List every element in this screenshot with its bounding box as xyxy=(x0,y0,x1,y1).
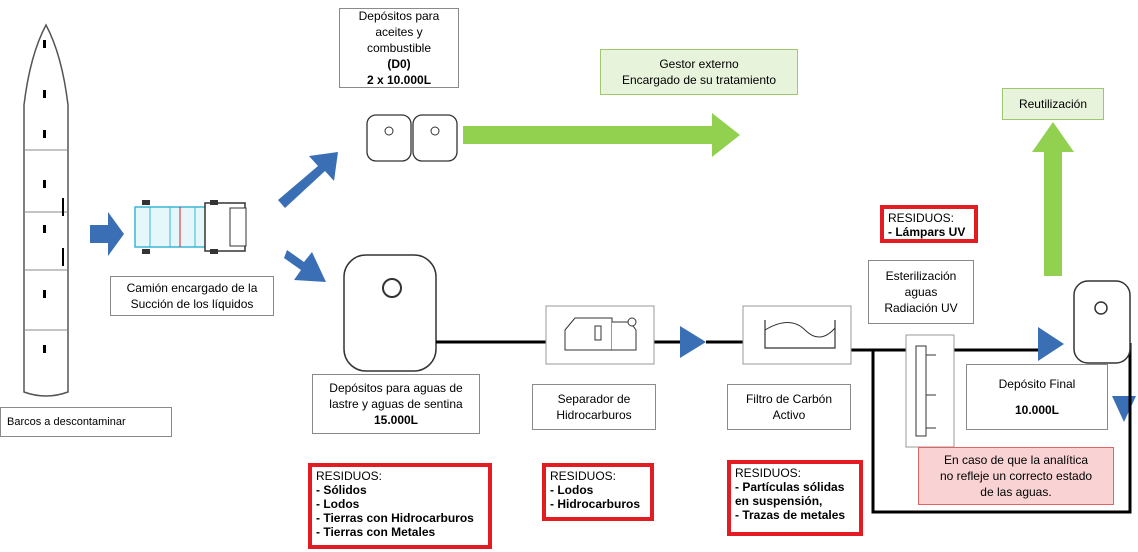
residues-header: RESIDUOS: xyxy=(888,211,955,225)
recirculation-arrow xyxy=(1112,396,1136,422)
truck-icon xyxy=(134,200,247,254)
residues-header: RESIDUOS: xyxy=(316,469,383,483)
residue-item: en suspensión, xyxy=(735,494,823,508)
truck-label-line-1: Camión encargado de la xyxy=(126,281,258,295)
residue-item: - Lodos xyxy=(550,483,594,497)
reuse-box: Reutilización xyxy=(1002,88,1104,120)
final-tank-icon xyxy=(1073,280,1131,364)
separator-line-2: Hidrocarburos xyxy=(556,408,632,422)
oil-tanks-label: Depósitos para aceites y combustible (D0… xyxy=(339,8,459,88)
residue-item: - Hidrocarburos xyxy=(550,497,641,511)
external-manager-line-1: Gestor externo xyxy=(659,57,739,71)
ship-to-truck-arrow xyxy=(90,212,124,256)
ballast-tank-line-1: Depósitos para aguas de xyxy=(329,381,463,395)
oil-tanks-code: (D0) xyxy=(387,57,411,71)
note-line-2: no refleje un correcto estado xyxy=(939,469,1093,483)
ballast-tank-icon xyxy=(343,254,437,372)
oil-tanks-icon xyxy=(366,114,458,162)
ballast-tank-label: Depósitos para aguas de lastre y aguas d… xyxy=(312,374,480,434)
final-to-reuse-arrow xyxy=(1032,122,1074,276)
separator-to-filter-arrow xyxy=(680,326,706,358)
oil-tanks-title-1: Depósitos para xyxy=(358,9,440,23)
residues-header: RESIDUOS: xyxy=(550,469,617,483)
truck-label: Camión encargado de la Succión de los lí… xyxy=(110,276,274,316)
note-line-1: En caso de que la analítica xyxy=(943,453,1089,467)
external-manager-box: Gestor externo Encargado de su tratamien… xyxy=(600,49,798,95)
separator-icon xyxy=(545,305,655,365)
separator-line-1: Separador de xyxy=(557,392,631,406)
uv-to-final-arrow xyxy=(1038,327,1064,361)
residue-item: - Tierras con Hidrocarburos xyxy=(316,511,474,525)
final-tank-label: Depósito Final 10.000L xyxy=(966,364,1108,430)
uv-sterilization-label: Esterilización aguas Radiación UV xyxy=(868,260,974,324)
uv-line-2: aguas xyxy=(904,285,938,299)
residues-uv: RESIDUOS: - Lámpars UV xyxy=(880,205,978,243)
residues-separator: RESIDUOS: - Lodos - Hidrocarburos xyxy=(542,463,654,521)
residue-item: - Sólidos xyxy=(316,483,367,497)
truck-to-ballast-arrow xyxy=(284,250,326,282)
final-tank-capacity: 10.000L xyxy=(1014,403,1060,417)
oil-tanks-capacity: 2 x 10.000L xyxy=(366,73,432,87)
uv-sterilizer-icon xyxy=(905,334,955,448)
residue-item: - Lodos xyxy=(316,497,360,511)
carbon-filter-label: Filtro de Carbón Activo xyxy=(727,384,851,430)
note-line-3: de las aguas. xyxy=(980,485,1052,499)
ship-icon xyxy=(23,23,69,397)
uv-line-3: Radiación UV xyxy=(884,301,958,315)
truck-label-line-2: Succión de los líquidos xyxy=(130,297,254,311)
carbon-filter-line-1: Filtro de Carbón xyxy=(745,392,833,406)
external-manager-line-2: Encargado de su tratamiento xyxy=(621,73,777,87)
carbon-filter-line-2: Activo xyxy=(772,408,806,422)
uv-line-1: Esterilización xyxy=(885,269,957,283)
residues-filter: RESIDUOS: - Partículas sólidas en suspen… xyxy=(727,460,863,536)
oil-to-manager-arrow xyxy=(463,113,740,157)
final-tank-title: Depósito Final xyxy=(998,377,1076,391)
oil-tanks-title-2: aceites y combustible xyxy=(366,25,432,55)
residues-ballast: RESIDUOS: - Sólidos - Lodos - Tierras co… xyxy=(308,463,492,549)
ballast-tank-line-2: lastre y aguas de sentina xyxy=(329,397,463,411)
ship-label: Barcos a descontaminar xyxy=(0,407,172,437)
truck-to-oil-arrow xyxy=(278,152,338,208)
blue-arrows xyxy=(90,152,1136,422)
green-arrows xyxy=(463,113,1074,276)
carbon-filter-icon xyxy=(742,305,852,365)
residues-header: RESIDUOS: xyxy=(735,466,802,480)
residue-item: - Tierras con Metales xyxy=(316,525,436,539)
ballast-tank-capacity: 15.000L xyxy=(373,413,419,427)
recirculation-note: En caso de que la analítica no refleje u… xyxy=(918,447,1114,505)
residue-item: - Partículas sólidas xyxy=(735,480,845,494)
residue-item: - Lámpars UV xyxy=(888,225,966,239)
residue-item: - Trazas de metales xyxy=(735,508,846,522)
separator-label: Separador de Hidrocarburos xyxy=(532,384,656,430)
